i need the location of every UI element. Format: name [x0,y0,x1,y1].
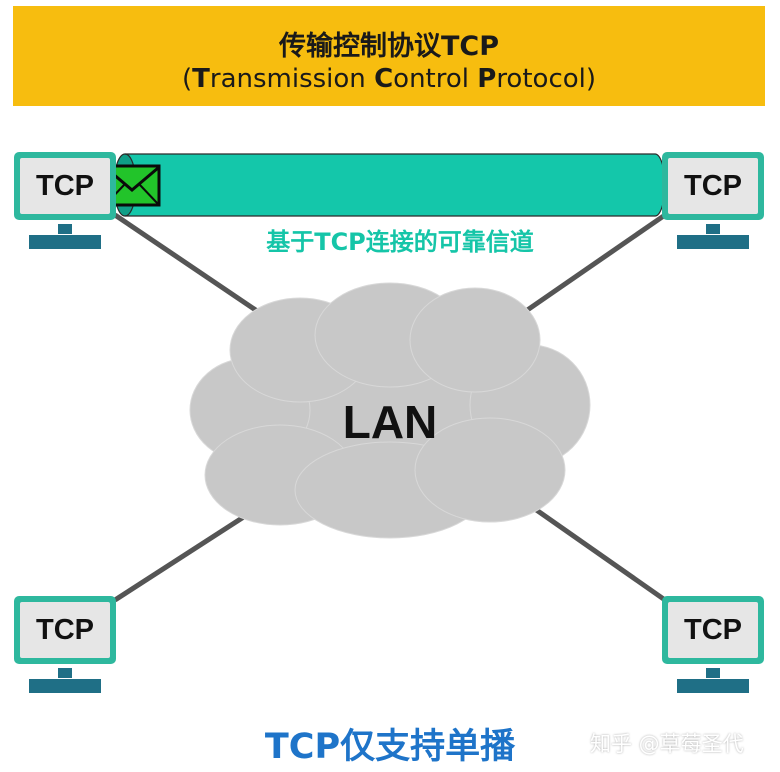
host-label: TCP [668,602,758,658]
host-label: TCP [20,158,110,214]
monitor-base-icon [677,235,749,249]
monitor-stand-icon [58,668,72,678]
title-english: (Transmission Control Protocol) [181,64,597,94]
monitor-icon: TCP [14,152,116,220]
link-bottom-right [513,492,667,603]
monitor-icon: TCP [662,596,764,664]
lan-cloud [189,282,591,539]
reliable-channel-pipe [113,153,666,217]
watermark: 知乎 @草莓圣代 [590,732,744,756]
monitor-stand-icon [706,668,720,678]
title-chinese: 传输控制协议TCP [278,31,500,62]
host-label: TCP [668,158,758,214]
monitor-base-icon [677,679,749,693]
pipe-label: 基于TCP连接的可靠信道 [266,228,534,256]
caption: TCP仅支持单播 [264,727,516,767]
monitor-stand-icon [706,224,720,234]
link-top-right [508,212,667,325]
monitor-base-icon [29,235,101,249]
host-label: TCP [20,602,110,658]
title-banner: 传输控制协议TCP (Transmission Control Protocol… [13,6,765,106]
monitor-stand-icon [58,224,72,234]
lan-label: LAN [342,396,438,448]
monitor-base-icon [29,679,101,693]
monitor-icon: TCP [14,596,116,664]
monitor-icon: TCP [662,152,764,220]
